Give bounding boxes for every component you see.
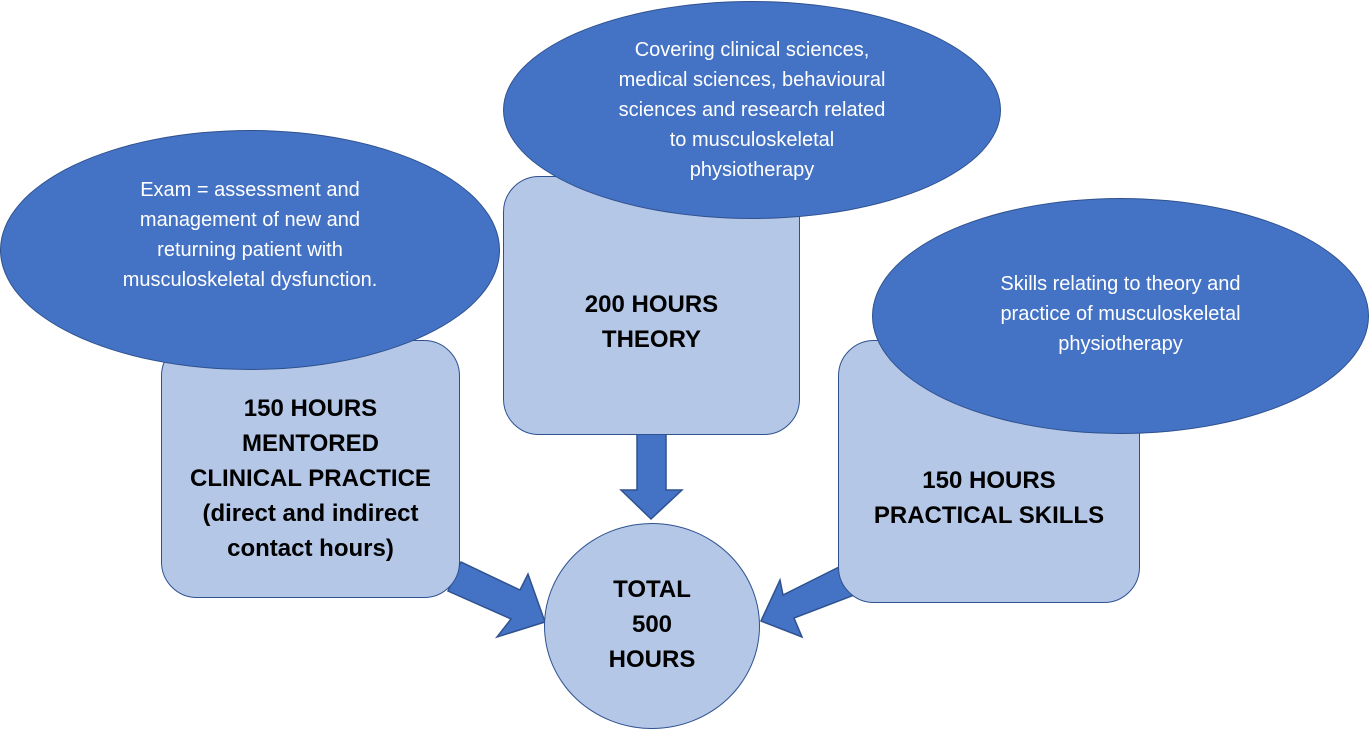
arrow-skills-to-total (759, 562, 858, 639)
clinical-practice-label: 150 HOURS MENTORED CLINICAL PRACTICE (di… (190, 394, 431, 562)
theory-note-ellipse: Covering clinical sciences, medical scie… (503, 1, 1001, 219)
skills-note-ellipse: Skills relating to theory and practice o… (872, 198, 1369, 434)
theory-label: 200 HOURS THEORY (584, 290, 719, 353)
exam-note-ellipse: Exam = assessment and management of new … (0, 130, 500, 370)
skills-note-text: Skills relating to theory and practice o… (1000, 273, 1241, 355)
theory-note-text: Covering clinical sciences, medical scie… (618, 39, 886, 181)
total-hours-circle: TOTAL 500 HOURS (544, 523, 760, 729)
exam-note-text: Exam = assessment and management of new … (122, 179, 378, 291)
theory-box: 200 HOURS THEORY (503, 176, 800, 435)
arrow-clinical-to-total (447, 560, 546, 639)
practical-skills-label: 150 HOURS PRACTICAL SKILLS (873, 466, 1105, 529)
clinical-practice-box: 150 HOURS MENTORED CLINICAL PRACTICE (di… (161, 340, 460, 598)
total-hours-label: TOTAL 500 HOURS (608, 575, 696, 673)
arrow-theory-to-total (619, 433, 684, 521)
